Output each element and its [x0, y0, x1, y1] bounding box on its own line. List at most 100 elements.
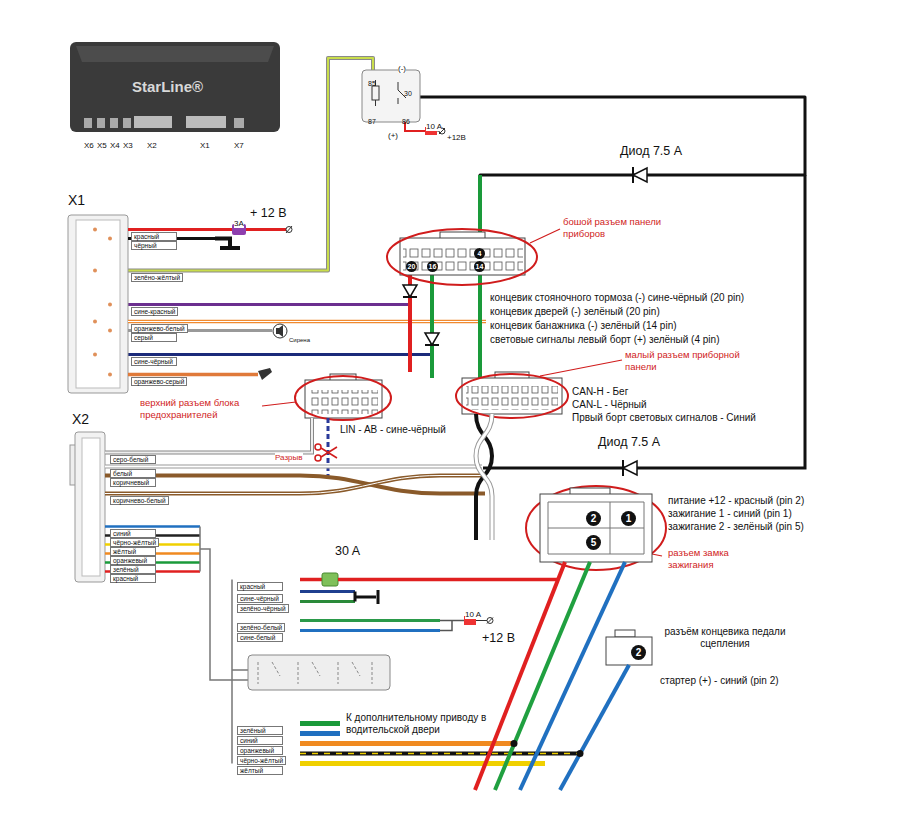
- x2-housing: [70, 432, 105, 582]
- x1-wires-part: [258, 368, 272, 380]
- wire-color-tag: чёрно-жёлтый: [110, 538, 159, 547]
- pin-number: 1: [621, 511, 636, 526]
- pin-number-holder: 2: [586, 511, 601, 526]
- x1-wires-part: [286, 226, 292, 233]
- control-unit-body-part: [97, 118, 105, 128]
- wire-color-tag: коричневый: [110, 478, 156, 487]
- red-callout-ellipse-part: [295, 376, 391, 420]
- pin-number-holder: 14: [474, 261, 485, 272]
- value-label-holder: + 12 В: [250, 203, 287, 221]
- bottom-harness: [232, 562, 629, 790]
- small-label-holder: X3: [123, 134, 133, 152]
- x2-wires-part: [476, 414, 492, 540]
- value-label: +12 В: [482, 631, 515, 645]
- note-text: Првый борт световых сигналов - Синий: [572, 412, 756, 423]
- wire-color-tag-holder: серо-белый: [110, 448, 156, 466]
- dashboard-wires-part: [478, 275, 482, 378]
- x2-wires-part: [105, 418, 312, 453]
- note-text-holder: К дополнительному приводу в водительской…: [346, 712, 491, 736]
- small-label: (-): [398, 64, 406, 73]
- pin-number: 87: [368, 118, 376, 125]
- note-text: стартер (+) - синий (pin 2): [660, 675, 779, 686]
- note-text: концевик банажника (-) зелёный (14 pin): [490, 320, 677, 331]
- pin-number-holder: 30: [404, 82, 412, 100]
- value-label: 30 A: [335, 544, 360, 558]
- tiny-label-holder: Сирена: [289, 328, 310, 346]
- red-callout-ellipse-part: [262, 402, 296, 406]
- bottom-harness-part: [487, 618, 493, 624]
- callout-note: верхний разъем блока предохранителей: [140, 397, 260, 421]
- pin-number: 20: [406, 261, 417, 272]
- connector-name: X2: [72, 411, 89, 427]
- bottom-harness-part: [300, 578, 322, 582]
- note-text: зажигание 1 - синий (pin 1): [668, 508, 792, 519]
- clutch-connector-body-part: [615, 630, 635, 637]
- wire-color-tag-holder: коричнево-белый: [110, 489, 169, 507]
- note-text: питание +12 - красный (pin 2): [668, 495, 804, 506]
- wire-color-tag-holder: зелёно-жёлтый: [131, 266, 183, 284]
- x2-wires: [105, 414, 492, 680]
- red-callout-ellipse-part: [540, 360, 622, 376]
- scissors-symbol-part: [321, 447, 337, 457]
- note-text: зажигание 2 - зелёный (pin 5): [668, 521, 804, 532]
- small-label: X4: [110, 141, 120, 150]
- small-label: 10 A: [465, 610, 481, 619]
- small-label-holder: X2: [147, 134, 157, 152]
- fuse-box-connector-part: [310, 390, 378, 414]
- pin-number: 85: [368, 80, 376, 87]
- note-text-holder: концевик стояночного тормоза (-) сине-чё…: [490, 287, 744, 305]
- dashboard-wires: [410, 175, 480, 378]
- x2-wires-part: [105, 476, 485, 494]
- x2-wires-part: [476, 414, 492, 540]
- relay: 85 30 87 86: [362, 70, 420, 127]
- wire-color-tag: красный: [131, 232, 177, 241]
- bottom-harness-part: [511, 740, 518, 747]
- wire-color-tag: коричнево-белый: [110, 496, 169, 505]
- bottom-harness-part: [475, 562, 565, 790]
- pin-number-holder: 5: [586, 535, 601, 550]
- bottom-harness-part: [577, 750, 584, 757]
- x1-housing-part: [93, 320, 97, 324]
- pin-number-holder: 16: [427, 261, 438, 272]
- note-text-holder: LIN - AB - сине-чёрный: [340, 419, 446, 437]
- x2-housing-part: [82, 438, 100, 576]
- wire-color-tag: красный: [237, 582, 283, 591]
- x2-wires-part: [105, 466, 482, 468]
- wire-color-tag-holder: красный: [237, 575, 283, 593]
- small-label-holder: 10 A: [426, 115, 442, 133]
- x2-wires-part: [476, 414, 492, 540]
- value-label-holder: 30 A: [335, 541, 360, 559]
- wire-color-tag: зелёный: [237, 726, 283, 735]
- note-text: разъём концевика педали сцепления: [655, 626, 795, 650]
- red-callout-ellipse-part: [456, 374, 568, 418]
- dashboard-small-connector-part: [466, 386, 558, 410]
- wire-color-tag: зелёный: [110, 565, 156, 574]
- diode-symbol-part: [632, 167, 634, 183]
- power-line-part: [483, 175, 805, 468]
- wire-color-tag: сине-белый: [237, 633, 283, 642]
- wire-color-tag-holder: оранжево-серый: [131, 370, 187, 388]
- pin-number-holder: 2: [631, 645, 646, 660]
- diode-symbol-part: [425, 333, 439, 345]
- diode-symbol-part: [425, 344, 439, 346]
- power-line: [483, 175, 805, 468]
- wire-color-tag: красный: [110, 574, 156, 583]
- red-callout-ellipse-part: [652, 554, 662, 556]
- x1-wires-part: [276, 325, 283, 337]
- dashboard-big-connector: [400, 232, 525, 275]
- callout-note: бошой разъем панели приборов: [563, 216, 668, 240]
- connector-x1: X1: [68, 215, 128, 393]
- wire-connection: [128, 275, 432, 355]
- x2-wires-part: [105, 465, 482, 469]
- x2-wires-part: [105, 418, 312, 453]
- ignition-connector: 2 1 5: [540, 494, 652, 562]
- callout-note: малый разъем приборной панели: [625, 349, 765, 373]
- note-text: CAN-H - Бег: [572, 386, 628, 397]
- x2-housing-part: [75, 432, 105, 582]
- note-text-holder: питание +12 - красный (pin 2): [668, 490, 804, 508]
- bottom-harness-part: [487, 618, 493, 624]
- pin-number: 86: [402, 118, 410, 125]
- x1-housing-part: [93, 228, 97, 232]
- x1-wires-part: [128, 373, 258, 377]
